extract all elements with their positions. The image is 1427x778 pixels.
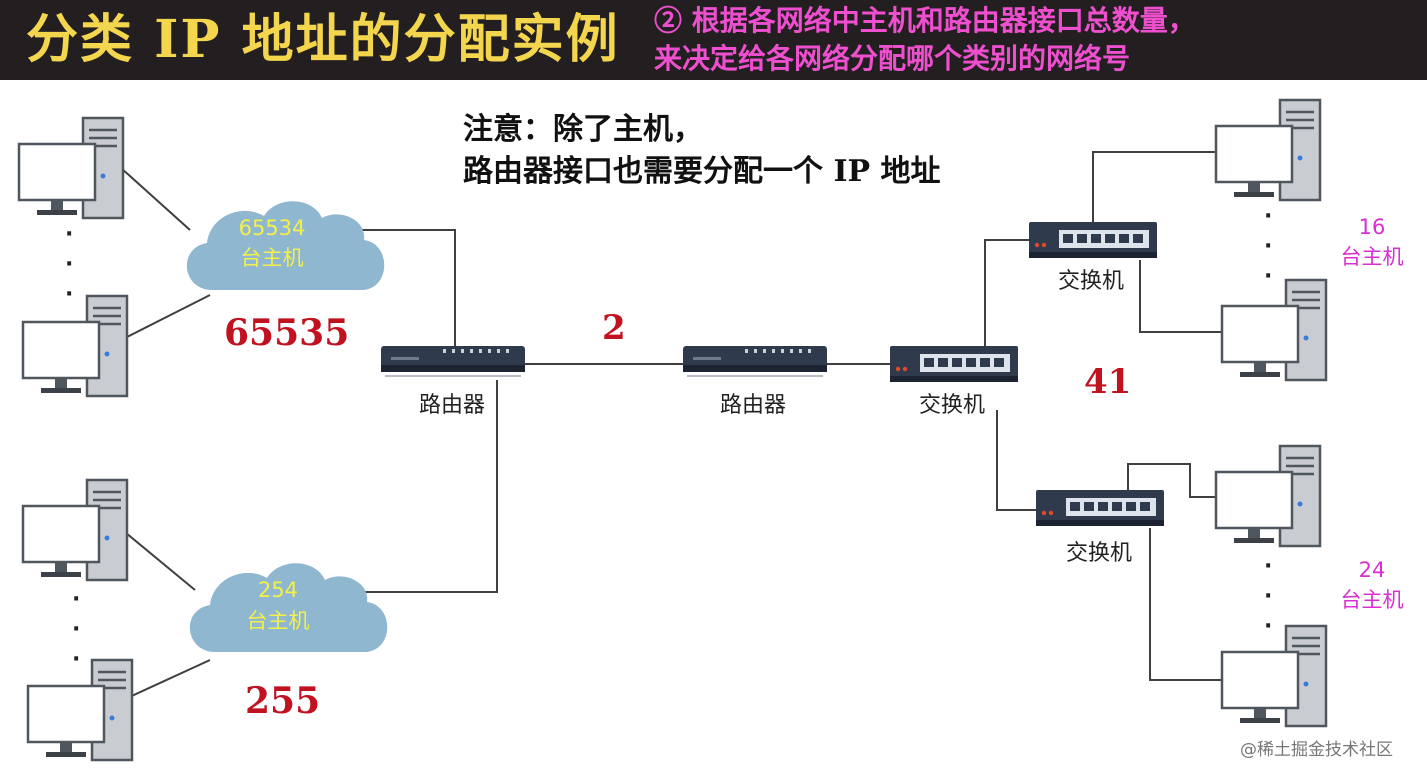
network-diagram: · · · · · · · · · · · · <box>17 98 1328 762</box>
svg-text:·: · <box>72 587 80 612</box>
host-unit-right-top: 台主机 <box>1340 245 1404 269</box>
host-unit-right-bottom: 台主机 <box>1340 588 1404 612</box>
router-icon <box>682 345 828 377</box>
network-total-bottom-left: 255 <box>245 680 321 722</box>
host-count-right-bottom: 24 <box>1358 558 1386 582</box>
network-total-top-left: 65535 <box>224 312 350 354</box>
switch-bottom-label: 交换机 <box>1066 541 1133 566</box>
switch-icon <box>1029 222 1157 258</box>
svg-text:·: · <box>72 617 80 642</box>
router-icon <box>380 345 526 377</box>
cloud-top-unit: 台主机 <box>240 246 304 270</box>
pc-icon <box>21 478 129 582</box>
svg-text:·: · <box>1264 554 1272 579</box>
switch-icon <box>1036 490 1164 526</box>
note-line-2: 路由器接口也需要分配一个 IP 地址 <box>463 154 941 189</box>
svg-text:·: · <box>65 252 73 277</box>
svg-text:·: · <box>1264 264 1272 289</box>
network-total-middle: 2 <box>602 308 626 348</box>
pc-icon <box>1214 98 1322 202</box>
pc-icon <box>1220 624 1328 728</box>
host-count-right-top: 16 <box>1358 215 1386 239</box>
note-line-1: 注意：除了主机， <box>463 112 703 147</box>
switch-main-label: 交换机 <box>919 393 986 418</box>
pc-icon <box>1220 278 1328 382</box>
pc-icon <box>1214 444 1322 548</box>
svg-text:·: · <box>65 282 73 307</box>
svg-text:·: · <box>1264 204 1272 229</box>
pc-icon <box>21 294 129 398</box>
svg-text:·: · <box>1264 614 1272 639</box>
svg-text:·: · <box>1264 584 1272 609</box>
network-total-right: 41 <box>1084 362 1132 402</box>
connection-lines <box>119 151 1222 701</box>
ellipsis-dots: · · · · · · · · · · · · <box>65 204 1272 672</box>
router-middle-label: 路由器 <box>720 393 787 418</box>
router-left-label: 路由器 <box>419 393 486 418</box>
subtitle-line-1: ② 根据各网络中主机和路由器接口总数量， <box>654 4 1196 37</box>
pc-icon <box>17 116 125 220</box>
svg-text:·: · <box>72 647 80 672</box>
pc-icon <box>26 658 134 762</box>
switch-top-label: 交换机 <box>1058 269 1125 294</box>
cloud-bottom-count: 254 <box>257 578 299 602</box>
svg-text:·: · <box>1264 234 1272 259</box>
page-title: 分类 IP 地址的分配实例 <box>26 9 620 70</box>
cloud-top-count: 65534 <box>238 216 306 240</box>
header-bar: 分类 IP 地址的分配实例 ② 根据各网络中主机和路由器接口总数量， 来决定给各… <box>0 0 1427 80</box>
subtitle-line-2: 来决定给各网络分配哪个类别的网络号 <box>654 42 1131 75</box>
watermark: @稀土掘金技术社区 <box>1240 740 1393 760</box>
svg-text:·: · <box>65 222 73 247</box>
cloud-bottom-unit: 台主机 <box>246 609 310 633</box>
switch-icon <box>890 346 1018 382</box>
